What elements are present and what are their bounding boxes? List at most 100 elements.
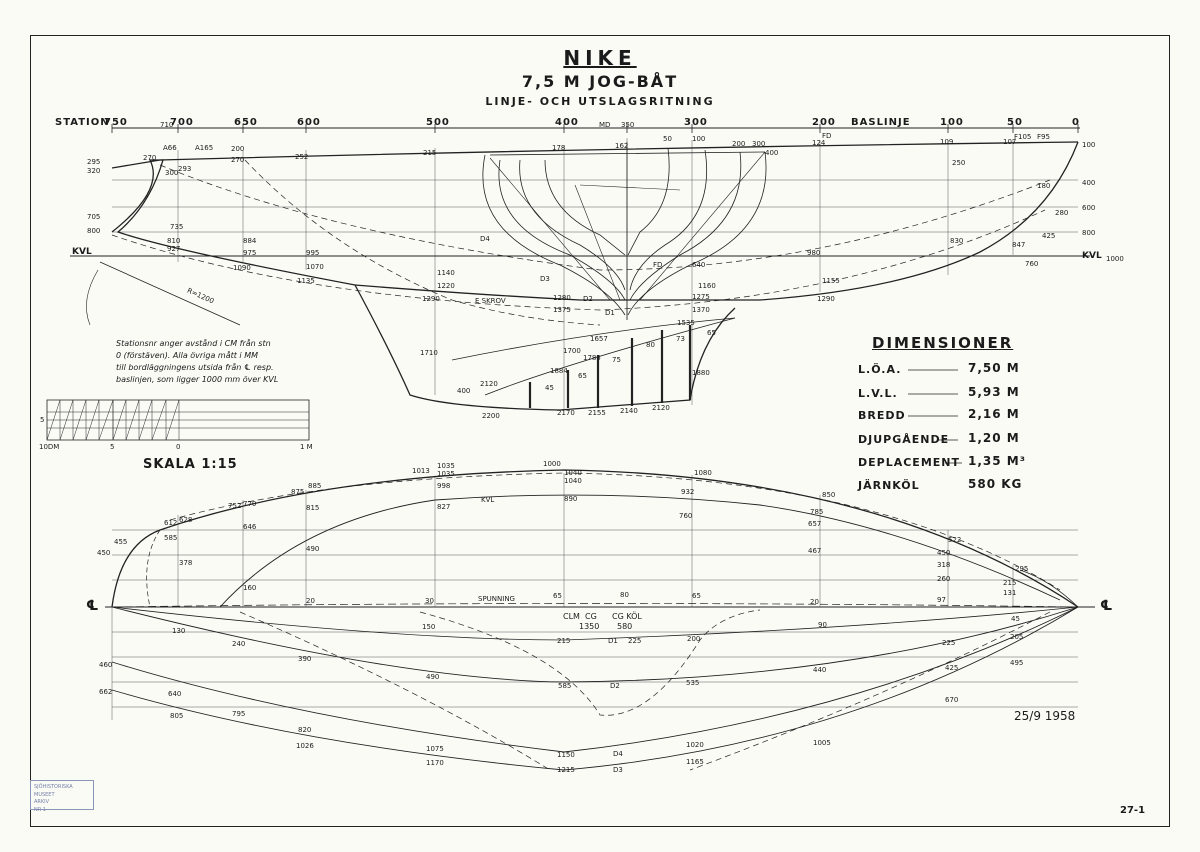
profile-label: E SKROV — [475, 297, 506, 305]
plan-label: 1026 — [296, 742, 314, 750]
dimension-label-jarnkol: JÄRNKÖL — [858, 479, 920, 492]
note-line: Stationsnr anger avstånd i CM från stn — [116, 339, 271, 348]
scale-label-0: 0 — [176, 443, 181, 451]
station-650: 650 — [234, 117, 258, 128]
plan-label: 225 — [942, 639, 956, 647]
plan-label: 20 — [810, 598, 819, 606]
plan-label: 1035 — [437, 462, 455, 470]
station-200: 200 — [812, 117, 836, 128]
station-400: 400 — [555, 117, 579, 128]
plan-label: 215 — [1003, 579, 1017, 587]
profile-label: 1290 — [422, 295, 440, 303]
plan-d1-label: D1 — [608, 637, 618, 645]
plan-label: 495 — [1010, 659, 1024, 667]
profile-label: 45 — [545, 384, 554, 392]
plan-label: 97 — [937, 596, 946, 604]
profile-label: 425 — [1042, 232, 1056, 240]
plan-label: 646 — [243, 523, 257, 531]
plan-label: 130 — [172, 627, 186, 635]
profile-label: 124 — [812, 139, 826, 147]
plan-label: 205 — [1010, 633, 1024, 641]
stamp-line: SJÖHISTORISKA MUSEET — [34, 784, 73, 798]
plan-label: 65 — [692, 592, 701, 600]
centerline-symbol-left: ℄ — [86, 598, 99, 614]
profile-label: 1884 — [550, 367, 568, 375]
profile-label: 320 — [87, 167, 101, 175]
profile-label: 280 — [1055, 209, 1069, 217]
profile-label: 180 — [1037, 182, 1051, 190]
profile-label: D2 — [583, 295, 593, 303]
profile-label: 300 — [165, 169, 179, 177]
profile-label: 1710 — [420, 349, 438, 357]
plan-label: 1000 — [543, 460, 561, 468]
profile-label: 178 — [552, 144, 566, 152]
station-f95: F95 — [1037, 133, 1050, 141]
drawing-subtitle-2: LINJE- OCH UTSLAGSRITNING — [485, 95, 715, 108]
plan-label: 215 — [557, 637, 571, 645]
note-line: baslinjen, som ligger 1000 mm över KVL — [116, 375, 279, 384]
profile-label: 1375 — [553, 306, 571, 314]
cg-label: CG — [585, 612, 597, 621]
plan-label: 795 — [232, 710, 246, 718]
profile-label: 80 — [646, 341, 655, 349]
station-f105: F105 — [1014, 133, 1032, 141]
scale-label-5-side: 5 — [40, 416, 45, 424]
profile-label: 250 — [952, 159, 966, 167]
stamp-line: NR 1 — [34, 806, 46, 813]
profile-label: 830 — [950, 237, 964, 245]
drawing-title: NIKE — [563, 46, 637, 70]
profile-label: 100 — [692, 135, 706, 143]
profile-label: 975 — [243, 249, 257, 257]
profile-label: A66 — [163, 144, 177, 152]
profile-label: 75 — [612, 356, 621, 364]
plan-label: 65 — [553, 592, 562, 600]
plan-label: 455 — [114, 538, 128, 546]
station-fd: FD — [822, 132, 832, 140]
plan-label: 760 — [679, 512, 693, 520]
plan-label: 240 — [232, 640, 246, 648]
plan-label: 440 — [813, 666, 827, 674]
plan-label: 425 — [945, 664, 959, 672]
profile-label: 1657 — [590, 335, 608, 343]
plan-label: 998 — [437, 482, 451, 490]
plan-label: 1150 — [557, 751, 575, 759]
plan-label: 378 — [179, 559, 193, 567]
plan-label: 890 — [564, 495, 578, 503]
profile-label: 1535 — [677, 319, 695, 327]
scale-label-1m: 1 M — [300, 443, 313, 451]
sheet-number: 27-1 — [1120, 805, 1146, 816]
plan-label: 850 — [822, 491, 836, 499]
profile-label: 2120 — [652, 404, 670, 412]
profile-label: 1290 — [817, 295, 835, 303]
profile-label: 884 — [243, 237, 257, 245]
plan-label: 450 — [937, 549, 951, 557]
profile-label: 640 — [692, 261, 706, 269]
profile-label: 1275 — [692, 293, 710, 301]
profile-label: D1 — [605, 309, 615, 317]
dimension-label-loa: L.Ö.A. — [858, 363, 902, 376]
profile-label: 1090 — [233, 264, 251, 272]
plan-label: 885 — [308, 482, 322, 490]
station-label: STATION — [55, 117, 110, 128]
plan-label: 1040 — [564, 477, 582, 485]
profile-label: 760 — [1025, 260, 1039, 268]
profile-label: 1140 — [437, 269, 455, 277]
dimension-value-deplacement: 1,35 M³ — [968, 454, 1026, 468]
plan-label: 1080 — [694, 469, 712, 477]
profile-label: 2140 — [620, 407, 638, 415]
plan-label: 390 — [298, 655, 312, 663]
profile-label: 162 — [615, 142, 629, 150]
plan-label: 45 — [1011, 615, 1020, 623]
plan-label: 295 — [1015, 565, 1029, 573]
plan-label: 628 — [179, 516, 193, 524]
plan-label: 20 — [306, 597, 315, 605]
plan-label: 225 — [628, 637, 642, 645]
plan-label: 640 — [168, 690, 182, 698]
dimension-label-deplacement: DEPLACEMENT — [858, 456, 960, 469]
cg-kol-label: CG KÖL — [612, 612, 642, 621]
drawing-subtitle: 7,5 M JOG-BÅT — [521, 72, 679, 91]
plan-label: 585 — [558, 682, 572, 690]
plan-label: 90 — [818, 621, 827, 629]
